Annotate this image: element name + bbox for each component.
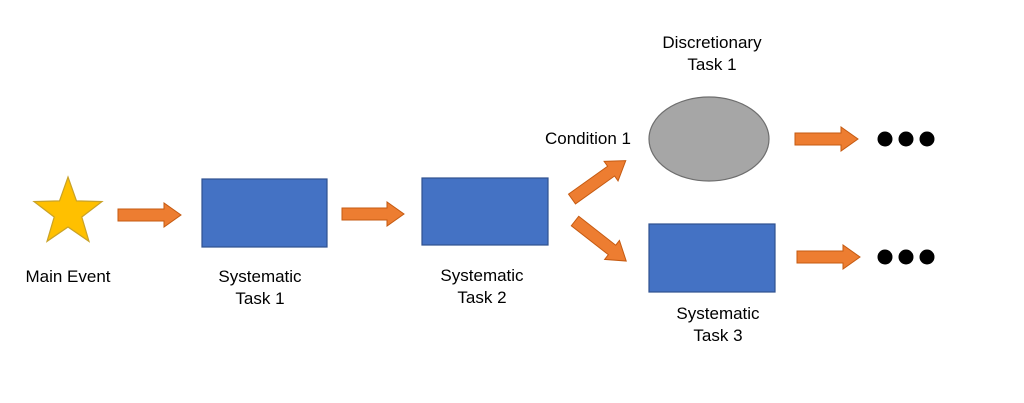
condition-1-label-text: Condition 1	[544, 129, 631, 148]
systematic-task-1-label-line1: Systematic	[218, 267, 302, 286]
systematic-task-2-label: Systematic Task 2	[422, 265, 542, 309]
discretionary-task-1-label: Discretionary Task 1	[642, 32, 782, 76]
systematic-task-3-label-line1: Systematic	[676, 304, 760, 323]
arrow-task2-to-task3	[570, 215, 627, 262]
continuation-ellipsis-icon-top	[877, 131, 935, 147]
systematic-task-2-label-line2: Task 2	[457, 288, 507, 307]
arrow-task1-to-task2	[341, 201, 405, 227]
discretionary-task-1-label-line1: Discretionary	[662, 33, 762, 52]
systematic-task-2-box	[421, 177, 549, 246]
continuation-ellipsis-icon-bottom	[877, 249, 935, 265]
discretionary-task-1-ellipse	[648, 96, 770, 182]
main-event-star-icon	[32, 175, 104, 243]
systematic-task-2-label-line1: Systematic	[440, 266, 524, 285]
systematic-task-1-label: Systematic Task 1	[200, 266, 320, 310]
condition-1-label: Condition 1	[528, 128, 648, 150]
arrow-task3-to-continuation	[796, 244, 861, 270]
systematic-task-3-box	[648, 223, 776, 293]
main-event-label-text: Main Event	[25, 267, 111, 286]
systematic-task-3-label: Systematic Task 3	[658, 303, 778, 347]
systematic-task-3-label-line2: Task 3	[693, 326, 743, 345]
systematic-task-1-label-line2: Task 1	[235, 289, 285, 308]
discretionary-task-1-label-line2: Task 1	[687, 55, 737, 74]
arrow-task2-to-discretionary	[567, 160, 627, 205]
arrow-main-to-task1	[117, 202, 182, 228]
main-event-label: Main Event	[8, 266, 128, 288]
arrow-discretionary-to-continuation	[794, 126, 859, 152]
systematic-task-1-box	[201, 178, 328, 248]
